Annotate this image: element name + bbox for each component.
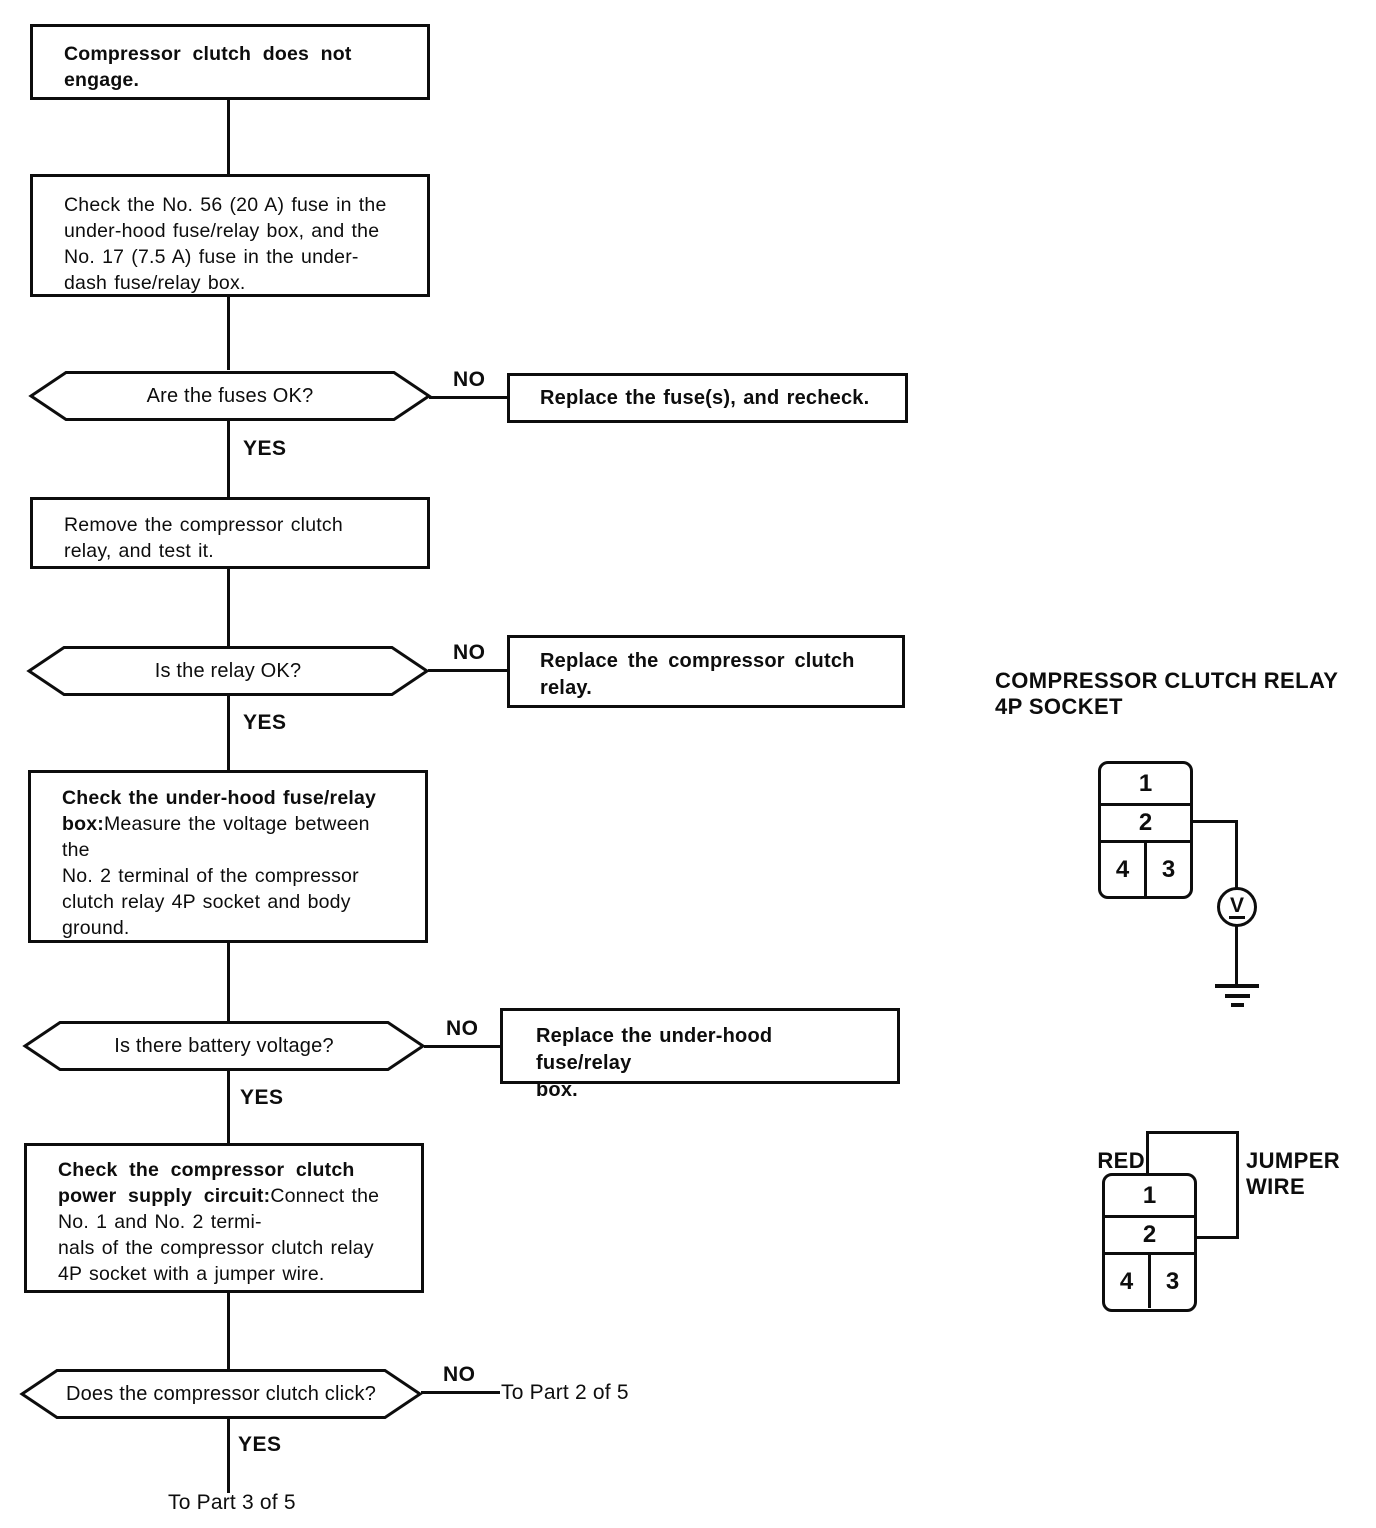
start-box: Compressor clutch does not engage. [30,24,430,100]
flow-line-start-to-checkfuses [227,100,230,174]
terminal-cell-3: 3 [1165,1267,1180,1295]
remove-relay-box: Remove the compressor clutch relay, and … [30,497,430,569]
decision-label: Is the relay OK? [154,659,302,682]
decision-label: Is there battery voltage? [114,1034,334,1057]
wire-socket-to-voltmeter-v [1235,820,1238,890]
terminal-cell-1: 1 [1105,1176,1194,1218]
terminal-row-bottom: 4 3 [1105,1255,1194,1308]
decision-battery-voltage: Is there battery voltage? [22,1020,426,1072]
check-fuses-text: Check the No. 56 (20 A) fuse in the unde… [64,194,387,294]
ground-bar-3 [1231,1003,1244,1007]
no-label-4: NO [443,1363,476,1386]
action-replace-relay: Replace the compressor clutch relay. [507,635,905,708]
jumper-wire-left-v [1146,1131,1149,1175]
no-label-2: NO [453,641,486,664]
action-replace-fuses-text: Replace the fuse(s), and recheck. [540,387,870,409]
hexagon-shape [22,1021,426,1071]
check-fuses-box: Check the No. 56 (20 A) fuse in the unde… [30,174,430,297]
voltmeter-symbol: V [1228,893,1245,919]
action-replace-fuse-box: Replace the under-hood fuse/relay box. [500,1008,900,1101]
decision-are-fuses-ok: Are the fuses OK? [28,370,432,422]
check-underhood-body: Measure the voltage between the No. 2 te… [62,813,370,939]
flow-line-q1-to-removerelay [227,421,230,497]
to-part-2-label: To Part 2 of 5 [501,1381,629,1404]
wire-socket-to-voltmeter-h [1193,820,1238,823]
terminal-cell-4: 4 [1105,1255,1151,1308]
no-label-1: NO [453,368,486,391]
jumper-wire-top-h [1146,1131,1239,1134]
no-line-q2 [428,669,507,672]
jumper-wire-right-v [1236,1131,1239,1239]
relay-socket-diagram-top: 1 2 4 3 [1098,761,1193,899]
red-wire-label: RED [1097,1148,1145,1173]
no-line-q3 [424,1045,500,1048]
terminal-cell-2: 2 [1105,1218,1194,1255]
relay-socket-diagram-bottom: 1 2 4 3 [1102,1173,1197,1312]
yes-label-2: YES [243,711,287,734]
socket-title-label: COMPRESSOR CLUTCH RELAY 4P SOCKET [995,668,1339,719]
flow-line-checkfuses-to-q1 [227,297,230,370]
flow-line-q3-to-power [227,1069,230,1143]
terminal-cell-1: 1 [1101,764,1190,806]
to-part-3-label: To Part 3 of 5 [168,1491,296,1514]
ground-bar-2 [1225,994,1250,998]
yes-label-4: YES [238,1433,282,1456]
decision-clutch-click: Does the compressor clutch click? [19,1368,423,1420]
no-line-q1 [429,396,507,399]
voltmeter-icon: V [1217,887,1257,927]
hexagon-shape [26,646,430,696]
no-label-3: NO [446,1017,479,1040]
wire-voltmeter-to-ground [1235,926,1238,985]
start-box-text: Compressor clutch does not engage. [64,43,352,91]
terminal-cell-4: 4 [1101,843,1147,896]
check-underhood-box: Check the under-hood fuse/relay box:Meas… [28,770,428,943]
yes-label-1: YES [243,437,287,460]
ground-symbol-icon [1215,984,1259,988]
flow-line-removerelay-to-q2 [227,569,230,647]
action-replace-fuses: Replace the fuse(s), and recheck. [507,373,908,423]
check-power-body: Connect the No. 1 and No. 2 termi- nals … [58,1185,380,1285]
jumper-wire-bottom-h [1197,1236,1239,1239]
flow-line-power-to-q4 [227,1293,230,1369]
action-replace-fuse-box-text: Replace the under-hood fuse/relay box. [536,1025,773,1101]
check-power-box: Check the compressor clutch power supply… [24,1143,424,1293]
flow-line-q2-to-underhood [227,696,230,770]
decision-label: Does the compressor clutch click? [65,1382,377,1405]
flow-line-underhood-to-q3 [227,943,230,1021]
no-line-q4 [421,1391,500,1394]
remove-relay-text: Remove the compressor clutch relay, and … [64,514,343,562]
action-replace-relay-text: Replace the compressor clutch relay. [540,650,855,699]
terminal-row-bottom: 4 3 [1101,843,1190,896]
check-power-title: Check the compressor clutch power supply… [58,1159,355,1207]
terminal-cell-2: 2 [1101,806,1190,843]
yes-label-3: YES [240,1086,284,1109]
check-underhood-title: Check the under-hood fuse/relay box: [62,787,377,835]
hexagon-shape [28,371,432,421]
decision-label: Are the fuses OK? [146,384,314,407]
decision-is-relay-ok: Is the relay OK? [26,645,430,697]
hexagon-shape [19,1369,423,1419]
terminal-cell-3: 3 [1161,855,1176,883]
jumper-wire-label: JUMPER WIRE [1246,1148,1341,1199]
flow-line-q4-to-part3 [227,1418,230,1493]
